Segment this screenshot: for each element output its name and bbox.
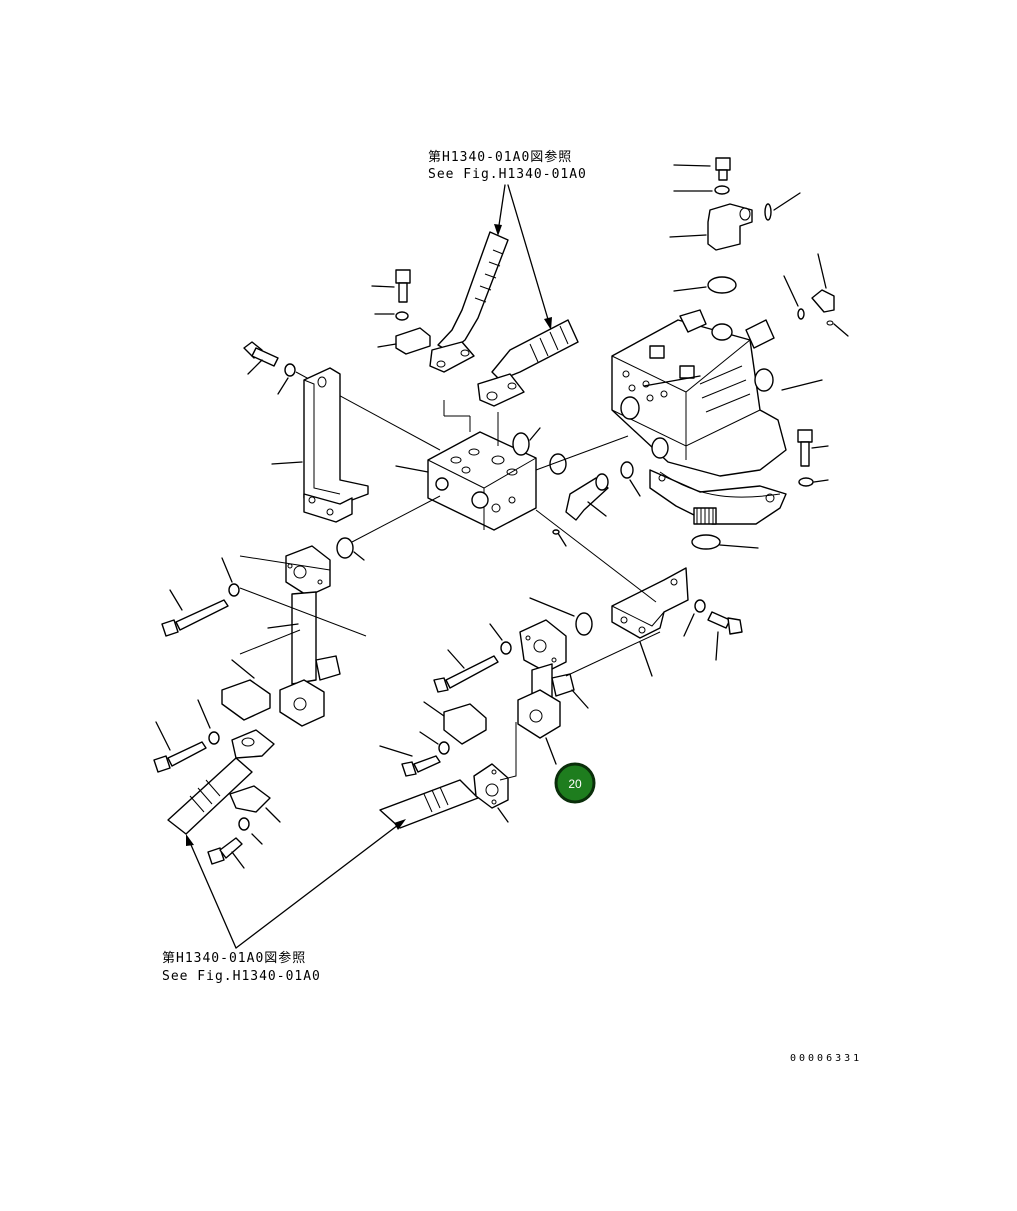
hose-upper-right xyxy=(477,319,579,407)
top-reference-en: See Fig.H1340-01A0 xyxy=(428,167,587,182)
drawing-code: 00006331 xyxy=(790,1053,862,1064)
split-flange-top xyxy=(377,327,431,355)
fitting-top-oring-large xyxy=(673,276,737,294)
manifold-block xyxy=(395,400,537,531)
fitting-top-oring xyxy=(764,192,801,221)
fitting-right-elbow xyxy=(783,253,849,337)
bottom-reference-en: See Fig.H1340-01A0 xyxy=(162,969,321,984)
fitting-top-washer xyxy=(673,185,730,195)
pin-small xyxy=(552,529,567,547)
hose-lower-center xyxy=(379,722,517,829)
flange-lower-center xyxy=(517,689,589,765)
bolt-right xyxy=(683,599,743,661)
bracket-left xyxy=(271,367,369,523)
hose-upper-left xyxy=(429,231,509,373)
elbow-fitting xyxy=(565,461,641,521)
o-ring-2 xyxy=(535,435,629,475)
flange-hose-left xyxy=(231,729,275,759)
bolt-left-1 xyxy=(161,557,367,637)
split-flange-left xyxy=(221,629,301,721)
o-ring-3 xyxy=(336,495,441,561)
flange-upper-left xyxy=(285,545,331,597)
motor-leaders xyxy=(643,375,823,391)
bracket-right xyxy=(535,509,689,677)
bolt-left-3 xyxy=(207,837,245,869)
top-reference-arrows xyxy=(494,184,552,330)
split-flange-left-lower xyxy=(229,785,281,823)
flange-upper-center xyxy=(519,619,567,673)
bolt-left-2 xyxy=(153,699,220,773)
hose-lower-left xyxy=(167,757,253,835)
motor-bottom-oring xyxy=(691,534,759,550)
motor-right-bolt xyxy=(797,429,829,487)
bolt-center-1 xyxy=(433,623,661,693)
bottom-reference-arrows xyxy=(186,819,406,949)
bolt-center-2 xyxy=(379,731,450,777)
fitting-top-elbow xyxy=(669,203,753,251)
bolt-top xyxy=(371,269,411,303)
o-ring-4 xyxy=(529,597,593,636)
bottom-reference-label: 第H1340-01A0図参照 See Fig.H1340-01A0 xyxy=(162,950,321,984)
fitting-top-bolt xyxy=(673,157,731,181)
swing-motor xyxy=(611,309,787,525)
badge-label: 20 xyxy=(568,777,582,791)
split-flange-center xyxy=(423,701,487,745)
o-ring-1 xyxy=(512,427,541,456)
part-badge[interactable]: 20 xyxy=(554,762,596,804)
bottom-reference-jp: 第H1340-01A0図参照 xyxy=(162,950,306,966)
flange-lower-left xyxy=(279,679,325,727)
top-reference-label: 第H1340-01A0図参照 See Fig.H1340-01A0 xyxy=(428,149,587,182)
top-reference-jp: 第H1340-01A0図参照 xyxy=(428,149,572,165)
washer-top xyxy=(374,311,409,321)
bolt-upper-left xyxy=(243,341,441,451)
washer-left-lower xyxy=(238,817,263,845)
